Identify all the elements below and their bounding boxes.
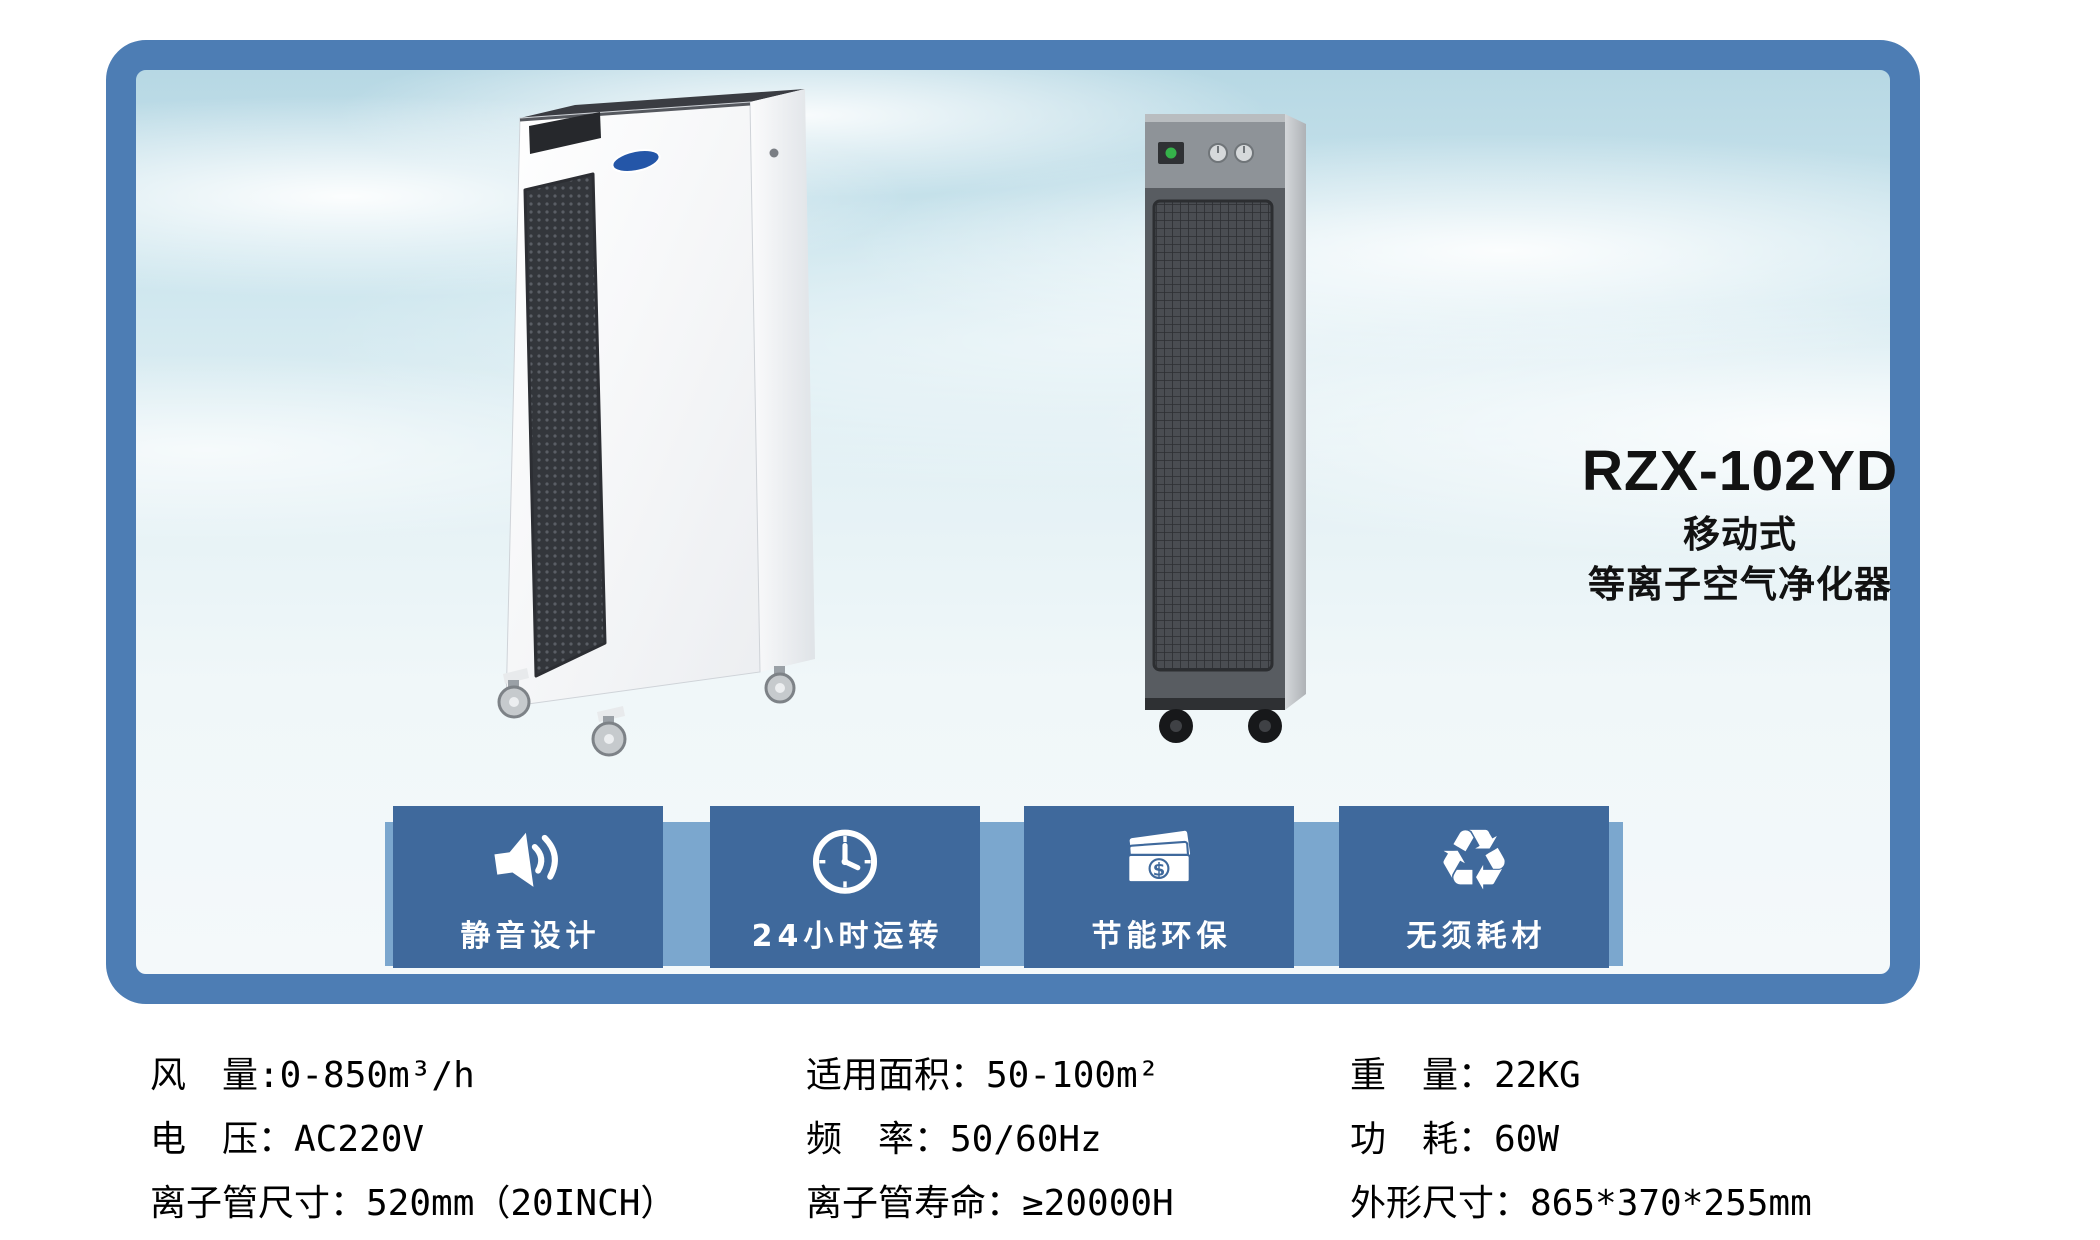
spec-power: 功 耗：60W xyxy=(1350,1119,1560,1160)
spec-frequency: 频 率：50/60Hz xyxy=(806,1119,1102,1160)
spec-dimensions: 外形尺寸：865*370*255mm xyxy=(1350,1183,1812,1224)
product-title-block: RZX-102YD 移动式 等离子空气净化器 xyxy=(1515,438,1965,610)
spec-column-3: 重 量：22KG 功 耗：60W 外形尺寸：865*370*255mm xyxy=(1350,1044,1812,1236)
control-panel xyxy=(1158,142,1254,164)
unit2-base xyxy=(1145,698,1285,710)
air-vent xyxy=(529,112,601,154)
model-number: RZX-102YD xyxy=(1581,439,1899,503)
spec-column-1: 风 量:0-850m³/h 电 压：AC220V 离子管尺寸：520mm（20I… xyxy=(150,1044,676,1236)
badge-label: 静音设计 xyxy=(460,919,601,954)
unit2-side-edge xyxy=(1285,114,1306,710)
unit2-top-highlight xyxy=(1145,114,1285,122)
mute-speaker-icon xyxy=(487,819,569,901)
feature-badge-24h: 24小时运转 xyxy=(710,806,980,968)
mesh-grille xyxy=(1152,199,1274,672)
banknotes-icon: $ xyxy=(1116,819,1202,901)
spec-area: 适用面积：50-100m² xyxy=(806,1055,1160,1096)
badge-label: 节能环保 xyxy=(1091,919,1232,954)
spec-weight: 重 量：22KG xyxy=(1350,1055,1581,1096)
product-type-line1: 移动式 xyxy=(1683,513,1797,556)
spec-tube-life: 离子管寿命：≥20000H xyxy=(806,1183,1174,1224)
air-purifier-front-view xyxy=(497,89,815,757)
feature-badge-no-consumables: ♻ 无须耗材 xyxy=(1339,806,1609,968)
badge-label: 24小时运转 xyxy=(751,919,944,954)
caster-wheels xyxy=(1159,709,1282,743)
badge-label: 无须耗材 xyxy=(1406,919,1547,954)
recycle-glyph: ♻ xyxy=(1436,811,1512,909)
spec-column-2: 适用面积：50-100m² 频 率：50/60Hz 离子管寿命：≥20000H xyxy=(806,1044,1174,1236)
feature-badge-silent: 静音设计 xyxy=(393,806,663,968)
unit-top-edge xyxy=(519,102,751,122)
air-purifier-side-view xyxy=(1145,114,1306,743)
mesh-intake-panel xyxy=(523,172,607,678)
spec-airflow: 风 量:0-850m³/h xyxy=(150,1055,475,1096)
indicator-dot xyxy=(769,148,779,158)
feature-badge-eco: $ 节能环保 xyxy=(1024,806,1294,968)
clock-icon xyxy=(804,819,886,901)
caster-wheels xyxy=(497,666,796,757)
unit-side-face xyxy=(750,89,815,672)
currency-glyph: $ xyxy=(1153,859,1165,880)
spec-tube-size: 离子管尺寸：520mm（20INCH） xyxy=(150,1183,677,1224)
product-type-line2: 等离子空气净化器 xyxy=(1588,562,1892,606)
unit-top-face xyxy=(520,89,805,118)
brand-logo xyxy=(611,149,661,173)
recycle-icon: ♻ xyxy=(1436,811,1512,909)
spec-voltage: 电 压：AC220V xyxy=(150,1119,425,1160)
power-led xyxy=(1165,147,1177,159)
